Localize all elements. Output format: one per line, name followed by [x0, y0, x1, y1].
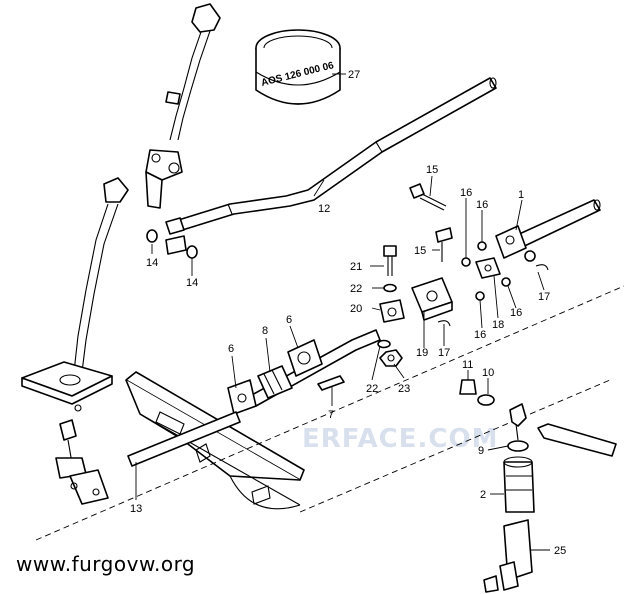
callout-14-lower: 14 [186, 277, 198, 289]
callout-18: 18 [492, 319, 504, 331]
clamp-and-fasteners [377, 245, 453, 367]
shaft-1 [495, 199, 601, 262]
callout-16-c: 16 [474, 329, 486, 341]
callout-16-d: 16 [510, 307, 522, 319]
callout-16-b: 16 [476, 199, 488, 211]
watermark-text: ERFACE.COM [302, 424, 498, 454]
callout-10: 10 [482, 367, 494, 379]
frame-tunnel [35, 285, 625, 541]
upper-gear-lever [145, 3, 221, 209]
callout-11: 11 [462, 359, 473, 371]
callout-20: 20 [350, 303, 362, 315]
callout-8: 8 [262, 325, 268, 337]
small-parts-15-18 [409, 183, 549, 327]
credit-text: www.furgovw.org [16, 552, 196, 576]
callout-15-upper: 15 [426, 164, 438, 176]
callout-17-right: 17 [538, 291, 550, 303]
callout-13: 13 [130, 503, 142, 515]
callout-22-lower: 22 [366, 383, 378, 395]
callout-23: 23 [398, 383, 410, 395]
callout-14-upper: 14 [146, 257, 158, 269]
callout-2: 2 [480, 489, 486, 501]
callout-17-left: 17 [438, 347, 450, 359]
callout-1: 1 [518, 189, 524, 201]
leader-lines [135, 73, 550, 551]
lower-gear-lever [21, 177, 129, 505]
shift-rod-12 [165, 77, 497, 235]
part-number-callouts: 27 12 14 14 15 15 16 16 16 16 1 17 17 18… [130, 69, 566, 557]
callout-19: 19 [416, 347, 428, 359]
front-shift-rod [227, 329, 381, 415]
callout-6-right: 6 [286, 314, 292, 326]
right-column-parts [459, 379, 617, 593]
callout-27: 27 [348, 69, 360, 81]
callout-15-lower: 15 [414, 245, 426, 257]
callout-7: 7 [328, 409, 334, 421]
tool-ring-27: AOS 126 000 06 [255, 29, 341, 105]
callout-12: 12 [318, 203, 330, 215]
callout-21: 21 [350, 261, 362, 273]
callout-6-left: 6 [228, 343, 234, 355]
callout-16-a: 16 [460, 187, 472, 199]
callout-25: 25 [554, 545, 566, 557]
bushings-14 [146, 229, 198, 259]
callout-22-upper: 22 [350, 283, 362, 295]
callout-9: 9 [478, 445, 484, 457]
